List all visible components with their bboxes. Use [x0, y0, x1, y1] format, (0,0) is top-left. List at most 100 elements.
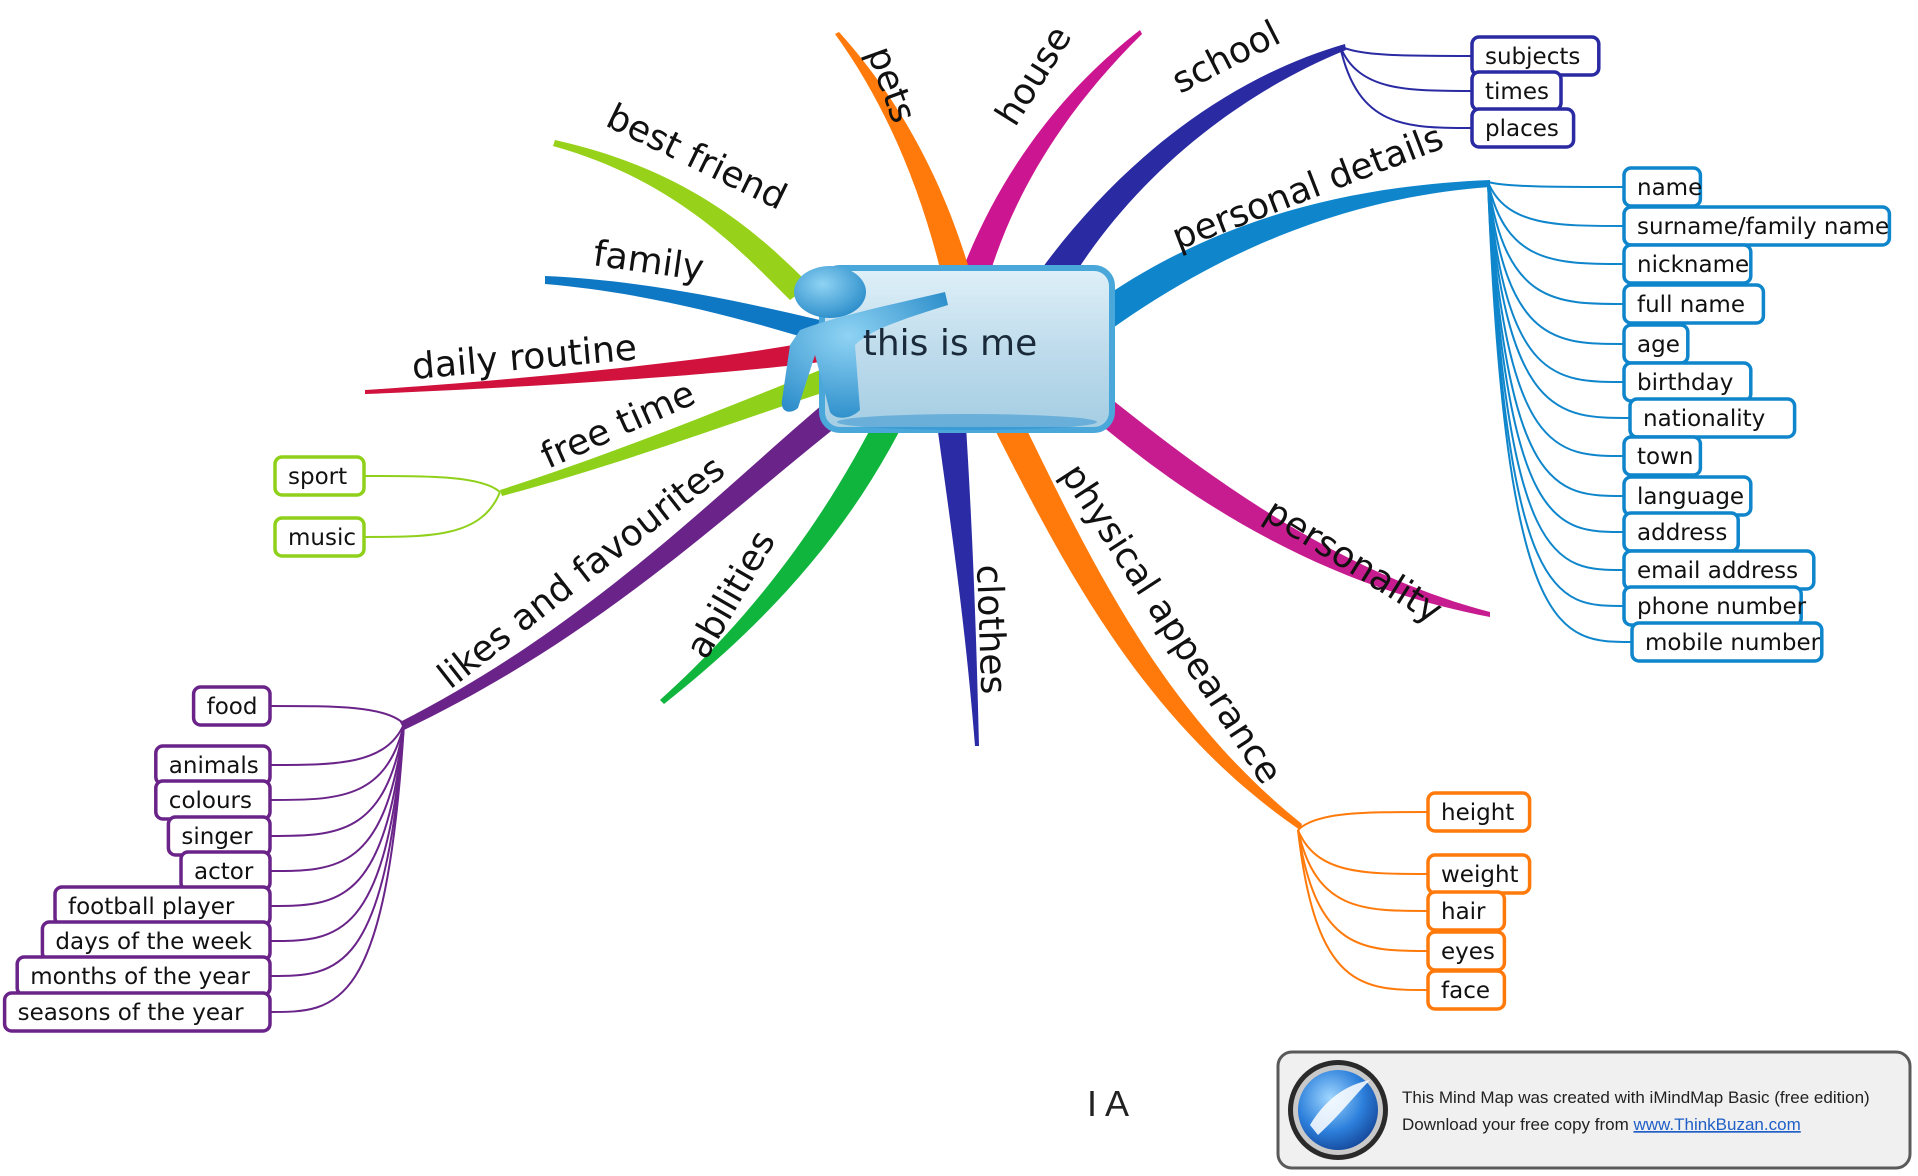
- personal-item[interactable]: language: [1622, 475, 1753, 517]
- branch-shape-best-friend: [553, 140, 810, 300]
- physical-item[interactable]: height: [1426, 791, 1532, 833]
- likes-item[interactable]: months of the year: [15, 955, 272, 997]
- branch-shape-house: [955, 30, 1142, 290]
- personal-connector: [1487, 181, 1631, 419]
- likes-item[interactable]: animals: [154, 744, 272, 786]
- physical-item-box: [1426, 969, 1507, 1011]
- personal-item-box: [1622, 205, 1892, 247]
- branch-shape-abilities: [660, 410, 905, 704]
- physical-item[interactable]: weight: [1426, 853, 1532, 895]
- imindmap-logo-icon: [1288, 1060, 1388, 1160]
- personal-item[interactable]: full name: [1622, 283, 1766, 325]
- likes-item[interactable]: colours: [154, 779, 272, 821]
- freetime-item[interactable]: sport: [273, 455, 366, 497]
- branch-shape-likes: [400, 390, 858, 730]
- personal-item[interactable]: age: [1622, 323, 1690, 365]
- likes-item-label: football player: [68, 894, 235, 920]
- branch-shape-personal-details: [1100, 180, 1490, 330]
- school-item-label: subjects: [1485, 44, 1580, 70]
- person-figure-icon: [781, 266, 948, 418]
- likes-item[interactable]: days of the week: [40, 920, 272, 962]
- likes-item[interactable]: food: [191, 685, 272, 727]
- personal-item[interactable]: mobile number: [1630, 621, 1824, 663]
- personal-item[interactable]: name: [1622, 166, 1702, 208]
- school-item-label: places: [1485, 116, 1559, 142]
- branch-shape-daily-routine: [365, 340, 820, 394]
- likes-connector: [269, 723, 405, 977]
- likes-connector: [269, 723, 405, 1013]
- likes-connector: [269, 723, 405, 766]
- personal-item[interactable]: nationality: [1628, 397, 1797, 439]
- personal-item-label: age: [1637, 332, 1680, 358]
- freetime-item-box: [273, 455, 366, 497]
- physical-item[interactable]: eyes: [1426, 930, 1507, 972]
- personal-item[interactable]: nickname: [1622, 243, 1753, 285]
- personal-item[interactable]: address: [1622, 511, 1740, 553]
- personal-item[interactable]: email address: [1622, 549, 1816, 591]
- school-connector: [1339, 45, 1473, 129]
- likes-connector: [269, 723, 405, 907]
- likes-item[interactable]: seasons of the year: [2, 991, 272, 1033]
- likes-item[interactable]: actor: [179, 850, 272, 892]
- personal-item-label: nationality: [1643, 406, 1765, 432]
- personal-item[interactable]: phone number: [1622, 585, 1807, 627]
- personal-item[interactable]: surname/family name: [1622, 205, 1892, 247]
- branch-label-likes[interactable]: likes and favourites: [430, 448, 732, 697]
- likes-connector: [269, 723, 405, 942]
- likes-connector: [269, 705, 405, 725]
- watermark-text: I A: [1087, 1083, 1129, 1124]
- physical-item-label: hair: [1441, 899, 1486, 925]
- personal-item-label: name: [1637, 175, 1702, 201]
- branch-label-personality[interactable]: personality: [1257, 491, 1449, 632]
- school-item[interactable]: times: [1470, 70, 1563, 112]
- likes-item[interactable]: singer: [166, 815, 272, 857]
- branch-shape-physical: [980, 395, 1302, 830]
- personal-item-label: surname/family name: [1637, 214, 1889, 240]
- likes-item-label: seasons of the year: [18, 1000, 245, 1026]
- personal-item[interactable]: town: [1622, 435, 1703, 477]
- free-time-subtopics: sport music: [273, 455, 501, 558]
- physical-appearance-subtopics: height weight hair eyes face: [1297, 791, 1532, 1011]
- personal-item[interactable]: birthday: [1622, 361, 1753, 403]
- school-item[interactable]: places: [1470, 107, 1576, 149]
- personal-connector: [1487, 181, 1625, 265]
- personal-item-box: [1622, 435, 1703, 477]
- personal-connector: [1487, 181, 1625, 497]
- footer-link[interactable]: www.ThinkBuzan.com: [1633, 1115, 1801, 1134]
- branch-label-clothes[interactable]: clothes: [968, 564, 1013, 695]
- physical-item-label: eyes: [1441, 939, 1495, 965]
- likes-item-label: animals: [169, 753, 259, 779]
- physical-item-box: [1426, 890, 1507, 932]
- school-connector: [1339, 45, 1473, 92]
- likes-connector: [269, 723, 405, 872]
- personal-item-box: [1628, 397, 1797, 439]
- personal-item-box: [1622, 283, 1766, 325]
- freetime-item[interactable]: music: [273, 516, 366, 558]
- personal-item-label: phone number: [1637, 594, 1807, 620]
- personal-connector: [1487, 181, 1625, 383]
- school-item[interactable]: subjects: [1470, 35, 1601, 77]
- center-node[interactable]: this is me: [781, 265, 1115, 433]
- personal-connector: [1487, 181, 1625, 305]
- personal-item-label: language: [1637, 484, 1744, 510]
- branch-label-school[interactable]: school: [1165, 13, 1286, 102]
- branch-shape-free-time: [500, 370, 825, 496]
- physical-item[interactable]: face: [1426, 969, 1507, 1011]
- freetime-item-label: sport: [288, 464, 347, 490]
- likes-item-box: [191, 685, 272, 727]
- physical-connector: [1297, 829, 1429, 912]
- physical-item[interactable]: hair: [1426, 890, 1507, 932]
- personal-connector: [1487, 181, 1625, 533]
- personal-connector: [1487, 181, 1633, 643]
- physical-connector: [1297, 811, 1429, 831]
- likes-item-label: food: [207, 694, 258, 720]
- footer-line-2-prefix: Download your free copy from: [1402, 1115, 1634, 1134]
- personal-item-label: address: [1637, 520, 1727, 546]
- likes-item[interactable]: football player: [53, 885, 272, 927]
- likes-connector: [269, 723, 405, 837]
- likes-item-label: colours: [169, 788, 252, 814]
- personal-item-label: birthday: [1637, 370, 1733, 396]
- branch-shape-family: [545, 276, 820, 340]
